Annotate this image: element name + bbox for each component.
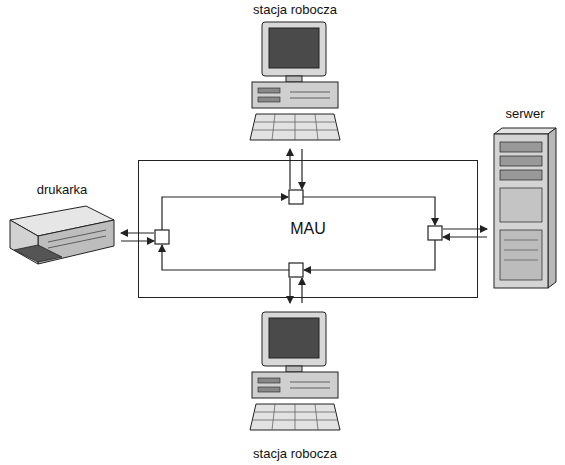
link-line <box>301 278 302 303</box>
device-node: stacja robocza <box>240 304 350 462</box>
duplex-link <box>443 229 487 237</box>
link-line <box>443 228 487 229</box>
box-label: MAU <box>288 219 328 239</box>
device-label: drukarka <box>35 182 90 198</box>
device-node: stacja robocza <box>240 2 350 148</box>
link-line <box>289 278 290 303</box>
device-node: drukarka <box>4 182 120 272</box>
server-icon <box>494 128 556 288</box>
workstation-icon <box>250 22 340 140</box>
duplex-link <box>290 278 302 303</box>
device-label: stacja robocza <box>251 2 339 18</box>
workstation-icon <box>250 312 340 430</box>
device-node: serwer <box>488 106 562 294</box>
ring-path <box>162 197 435 270</box>
port-square <box>155 190 442 277</box>
link-line <box>443 236 487 237</box>
printer-icon <box>10 206 114 264</box>
duplex-link <box>290 149 302 189</box>
link-line <box>289 149 290 189</box>
device-label: stacja robocza <box>251 446 339 462</box>
link-line <box>301 149 302 189</box>
device-label: serwer <box>503 106 546 122</box>
mau-box: MAU <box>138 160 478 298</box>
